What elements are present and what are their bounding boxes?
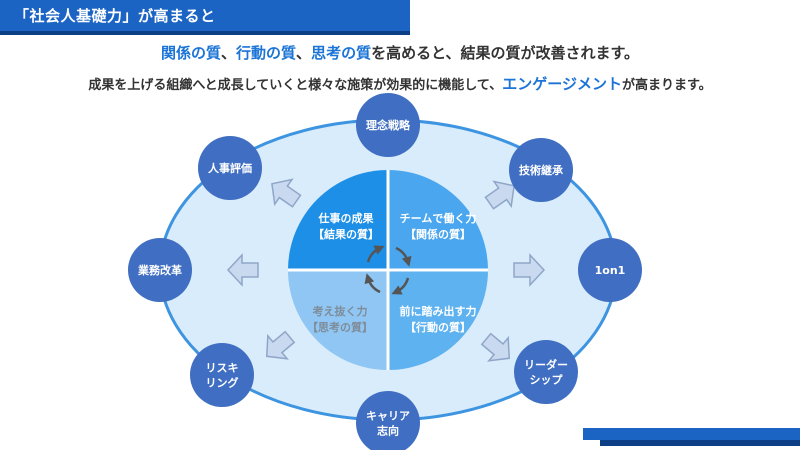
node-gijutsu: 技術継承 bbox=[509, 138, 573, 202]
intro-line-2-pre: 成果を上げる組織へと成長していくと様々な施策が効果的に機能して、 bbox=[88, 78, 503, 93]
node-label: 理念戦略 bbox=[366, 118, 411, 132]
block-arrow-icon bbox=[265, 330, 296, 360]
node-gyomu: 業務改革 bbox=[128, 238, 192, 302]
node-label: 志向 bbox=[377, 424, 399, 438]
quadrant-action-line2: 【行動の質】 bbox=[405, 320, 471, 334]
node-jinji: 人事評価 bbox=[198, 136, 262, 200]
quadrant-thinking-line1: 考え抜く力 bbox=[313, 304, 368, 318]
highlight-thinking-quality: 思考の質 bbox=[311, 44, 372, 62]
highlight-relationship-quality: 関係の質 bbox=[161, 44, 222, 62]
quadrant-thinking bbox=[288, 270, 388, 370]
block-arrow-icon bbox=[480, 332, 511, 362]
separator-2: 、 bbox=[296, 44, 312, 62]
node-circle bbox=[514, 340, 578, 404]
quadrant-action-line1: 前に踏み出す力 bbox=[400, 304, 477, 318]
node-circle bbox=[198, 136, 262, 200]
title-bar bbox=[0, 0, 410, 31]
separator-1: 、 bbox=[221, 44, 237, 62]
quadrant-results bbox=[288, 170, 388, 270]
node-circle bbox=[356, 391, 420, 450]
outward-arrows bbox=[226, 178, 546, 362]
node-label: キャリア bbox=[366, 410, 410, 423]
node-label: 業務改革 bbox=[137, 263, 182, 277]
quadrant-relationship-line2: 【関係の質】 bbox=[405, 227, 471, 241]
node-circle bbox=[578, 238, 642, 302]
title-bar-shadow bbox=[0, 31, 410, 35]
cycle-arrows-icon bbox=[364, 245, 412, 295]
footer-bar-shadow bbox=[600, 440, 800, 446]
node-label: 1on1 bbox=[595, 264, 626, 277]
highlight-action-quality: 行動の質 bbox=[236, 44, 297, 62]
block-arrow-icon bbox=[484, 180, 515, 210]
node-label: 技術継承 bbox=[519, 163, 564, 177]
block-arrow-icon bbox=[226, 253, 259, 287]
footer-bar bbox=[583, 428, 800, 440]
highlight-engagement: エンゲージメント bbox=[502, 75, 622, 93]
node-circle bbox=[356, 93, 420, 157]
intro-line-2-post: が高まります。 bbox=[621, 78, 712, 93]
quadrant-relationship bbox=[388, 170, 488, 270]
node-label: リング bbox=[206, 376, 239, 390]
node-label: シップ bbox=[530, 373, 564, 387]
node-label: 人事評価 bbox=[208, 161, 252, 175]
quadrant-results-line1: 仕事の成果 bbox=[318, 211, 374, 225]
quadrant-relationship-line1: チームで働く力 bbox=[400, 211, 477, 225]
block-arrow-icon bbox=[271, 178, 302, 208]
node-riten: 理念戦略 bbox=[356, 93, 420, 157]
intro-line-1: 関係の質、行動の質、思考の質を高めると、結果の質が改善されます。 bbox=[0, 42, 800, 63]
quality-circle: 仕事の成果 【結果の質】 チームで働く力 【関係の質】 考え抜く力 【思考の質】… bbox=[288, 170, 488, 370]
intro-line-2: 成果を上げる組織へと成長していくと様々な施策が効果的に機能して、エンゲージメント… bbox=[0, 73, 800, 94]
node-label: リーダー bbox=[524, 358, 568, 372]
node-circle bbox=[509, 138, 573, 202]
quadrant-thinking-line2: 【思考の質】 bbox=[307, 320, 373, 334]
node-label: リスキ bbox=[206, 362, 239, 375]
node-circle bbox=[190, 343, 254, 407]
quadrant-results-line2: 【結果の質】 bbox=[313, 227, 379, 241]
block-arrow-icon bbox=[513, 253, 546, 287]
quadrant-action bbox=[388, 270, 488, 370]
page-title: 「社会人基礎力」が高まると bbox=[14, 7, 216, 25]
intro-line-1-rest: を高めると、結果の質が改善されます。 bbox=[371, 44, 639, 62]
node-oneonone: 1on1 bbox=[578, 238, 642, 302]
node-circle bbox=[128, 238, 192, 302]
